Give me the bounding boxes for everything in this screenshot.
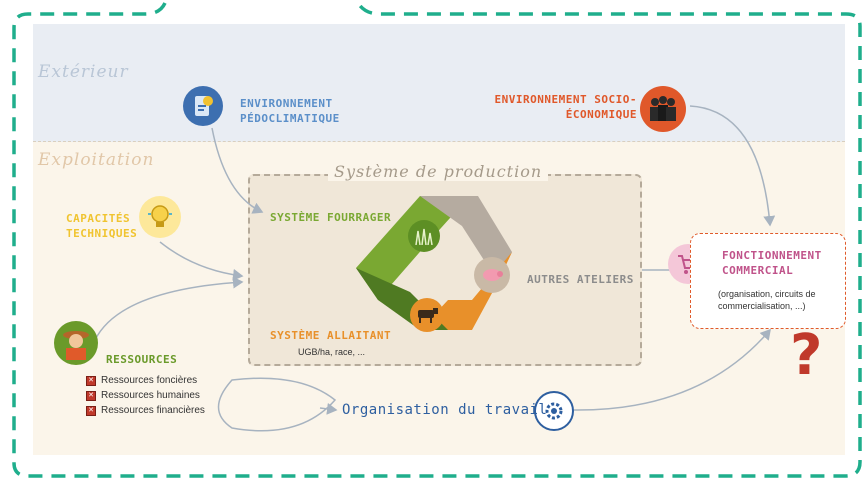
arrow-ressources-to-system	[94, 276, 244, 341]
capacites-label: CAPACITÉS TECHNIQUES	[66, 212, 138, 240]
commercial-box	[690, 233, 846, 329]
tablet-weather-icon	[183, 86, 223, 126]
green-band	[356, 196, 468, 300]
gear-icon	[534, 391, 574, 431]
commercial-label: FONCTIONNEMENT COMMERCIAL	[722, 249, 822, 277]
env-socio-label: ENVIRONNEMENT SOCIO- ÉCONOMIQUE	[494, 93, 637, 121]
checkbox-icon: ✕	[86, 375, 96, 386]
commercial-detail: (organisation, circuits de commercialisa…	[718, 289, 816, 311]
exterior-zone	[33, 24, 845, 142]
list-item: ✕Ressources humaines	[86, 388, 205, 403]
exterior-label: Extérieur	[38, 62, 129, 82]
ressources-list: ✕Ressources foncières ✕Ressources humain…	[86, 373, 205, 418]
question-mark: ?	[790, 323, 823, 388]
ressources-title: RESSOURCES	[106, 353, 178, 366]
arrow-travail-to-commercial	[571, 328, 771, 411]
production-system-label: Système de production	[328, 162, 549, 181]
allaitant-sub: UGB/ha, race, ...	[298, 347, 366, 357]
fourrager-label: SYSTÈME FOURRAGER	[270, 211, 392, 224]
grass-icon	[408, 220, 440, 252]
exploitation-label: Exploitation	[38, 150, 155, 170]
loop-ressources-travail	[217, 377, 337, 432]
lightbulb-icon	[139, 196, 181, 238]
allaitant-label: SYSTÈME ALLAITANT	[270, 329, 392, 342]
cow-icon	[410, 298, 444, 332]
checkbox-icon: ✕	[86, 390, 96, 401]
zone-divider	[33, 141, 845, 142]
farmer-icon	[54, 321, 98, 365]
list-item: ✕Ressources financières	[86, 403, 205, 418]
env-pedo-label: ENVIRONNEMENT PÉDOCLIMATIQUE	[240, 97, 340, 125]
business-people-icon	[640, 86, 686, 132]
autres-label: AUTRES ATELIERS	[527, 273, 634, 286]
travail-label: Organisation du travail	[342, 402, 548, 418]
pig-icon	[474, 257, 510, 293]
checkbox-icon: ✕	[86, 405, 96, 416]
arrow-pedo-to-fourrager	[211, 127, 264, 214]
arrow-socio-to-commercial	[689, 105, 776, 227]
arrow-capacites-to-system	[159, 241, 244, 281]
list-item: ✕Ressources foncières	[86, 373, 205, 388]
